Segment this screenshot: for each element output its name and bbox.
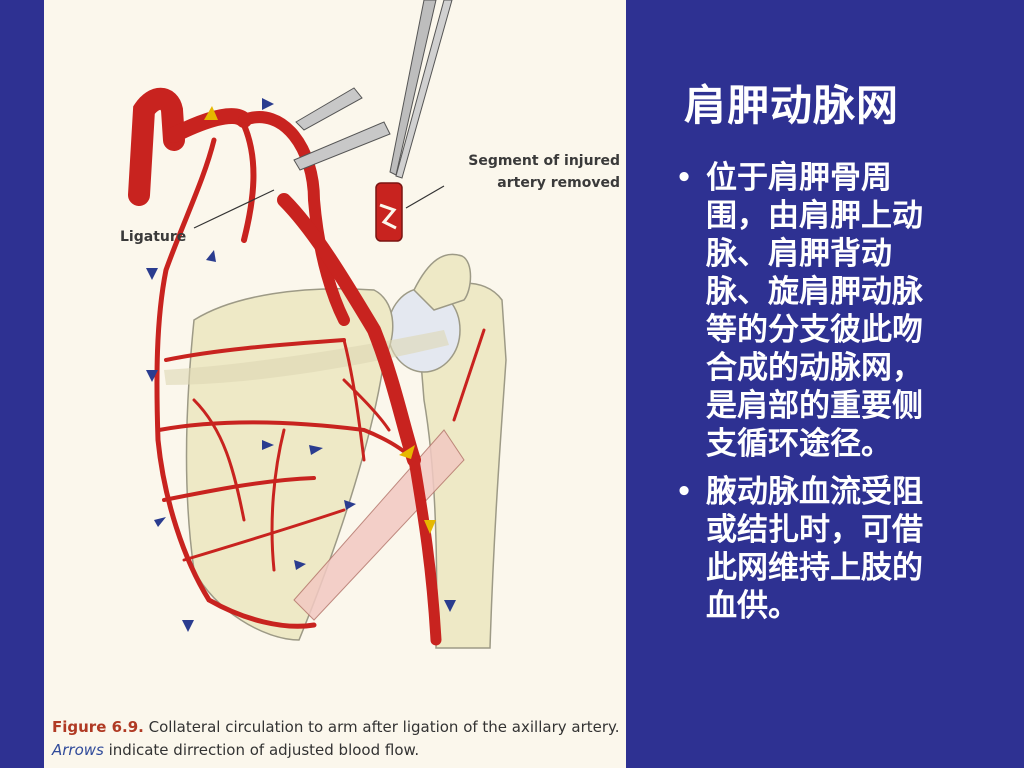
forceps-icon [389, 0, 437, 176]
figure-panel: Segment of injured artery removed Ligatu… [44, 0, 626, 768]
figure-caption: Figure 6.9. Collateral circulation to ar… [52, 716, 620, 762]
caption-arrows-word: Arrows [52, 741, 104, 759]
bullet-item-1: • 位于肩胛骨周围，由肩胛上动脉、肩胛背动脉、旋肩胛动脉等的分支彼此吻合成的动脉… [662, 159, 1002, 463]
segment-label-line1: Segment of injured [468, 153, 620, 169]
bullet-symbol: • [675, 163, 693, 193]
adjusted-flow-arrows [204, 106, 436, 534]
flow-direction-arrows [146, 98, 456, 632]
clamp-upper-icon [295, 87, 363, 131]
figure-number: Figure 6.9. [52, 718, 144, 736]
slide-title: 肩胛动脉网 [684, 81, 900, 130]
text-panel: 肩胛动脉网 • 位于肩胛骨周围，由肩胛上动脉、肩胛背动脉、旋肩胛动脉等的分支彼此… [662, 60, 1002, 635]
humerus-bone [415, 282, 507, 649]
bullet-symbol: • [675, 477, 693, 507]
acromion [413, 253, 472, 311]
caption-text-2: indicate dirrection of adjusted blood fl… [103, 741, 420, 759]
scapula-bone [185, 288, 394, 641]
bullet-item-2: • 腋动脉血流受阻或结扎时，可借此网维持上肢的血供。 [662, 473, 1002, 625]
collateral-circulation-illustration [128, 0, 507, 649]
segment-label-line2: artery removed [497, 175, 620, 191]
bullet-text: 腋动脉血流受阻或结扎时，可借此网维持上肢的血供。 [706, 474, 923, 624]
segment-removed-label: Segment of injured artery removed [440, 150, 620, 194]
removed-segment-icon [375, 182, 403, 242]
clamp-lower-icon [293, 121, 391, 171]
ligature-label: Ligature [120, 229, 187, 245]
caption-text-1: Collateral circulation to arm after liga… [143, 718, 620, 736]
bullet-text: 位于肩胛骨周围，由肩胛上动脉、肩胛背动脉、旋肩胛动脉等的分支彼此吻合成的动脉网，… [706, 160, 923, 462]
